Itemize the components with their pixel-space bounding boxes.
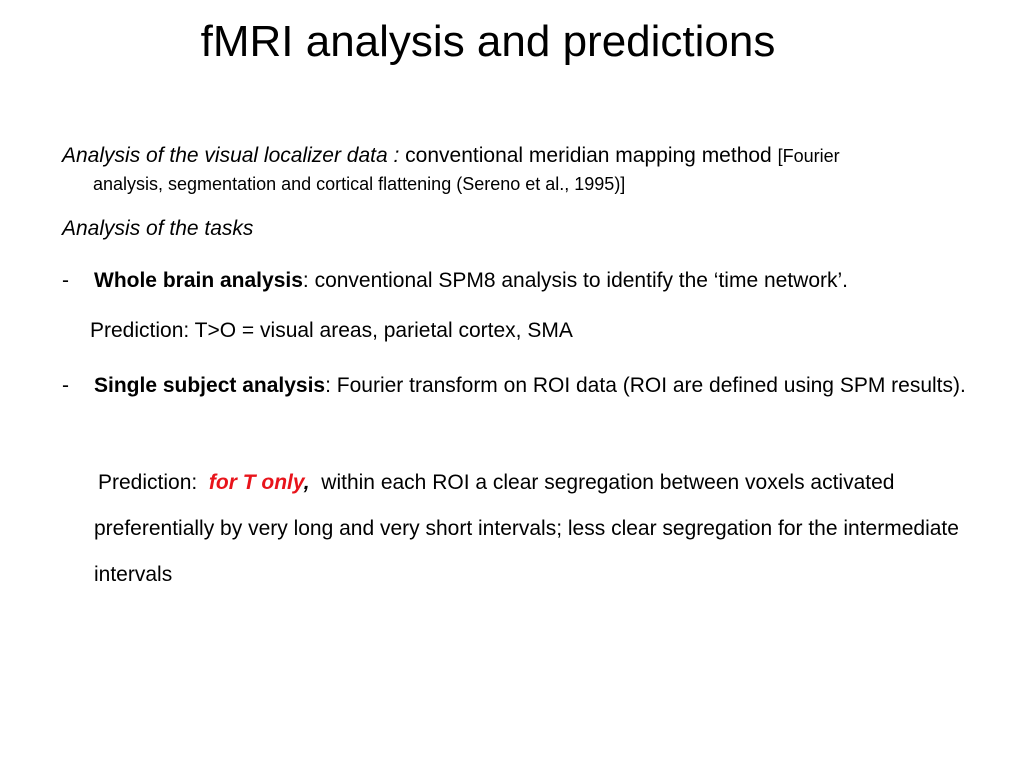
slide-title: fMRI analysis and predictions	[200, 17, 776, 66]
prediction-emphasis: for T only	[208, 471, 304, 494]
bullet-dash: -	[62, 374, 69, 397]
prediction-label: Prediction:	[98, 471, 198, 494]
prediction-comma: ,	[303, 471, 310, 494]
localizer-paragraph: Analysis of the visual localizer data : …	[62, 141, 1020, 197]
localizer-method: conventional meridian mapping method	[399, 144, 778, 167]
prediction-whole-brain: Prediction: T>O = visual areas, parietal…	[90, 319, 573, 342]
prediction-description: within each ROI a clear segregation betw…	[94, 471, 959, 586]
single-subject-text: Single subject analysis: Fourier transfo…	[62, 362, 1012, 409]
single-subject-label: Single subject analysis	[94, 374, 326, 397]
localizer-reference-start: [Fourier	[777, 146, 840, 166]
localizer-reference: analysis, segmentation and cortical flat…	[93, 174, 626, 194]
localizer-heading: Analysis of the visual localizer data :	[62, 144, 400, 167]
whole-brain-description: : conventional SPM8 analysis to identify…	[302, 269, 849, 292]
whole-brain-bullet: - Whole brain analysis: conventional SPM…	[62, 258, 1020, 304]
whole-brain-text: Whole brain analysis: conventional SPM8 …	[62, 258, 1020, 304]
whole-brain-label: Whole brain analysis	[94, 269, 303, 292]
single-subject-description: : Fourier transform on ROI data (ROI are…	[325, 374, 966, 397]
prediction-single-subject: Prediction: for T only, within each ROI …	[94, 460, 994, 598]
tasks-heading: Analysis of the tasks	[62, 217, 254, 240]
bullet-dash: -	[62, 269, 69, 292]
single-subject-bullet: - Single subject analysis: Fourier trans…	[62, 362, 1012, 409]
